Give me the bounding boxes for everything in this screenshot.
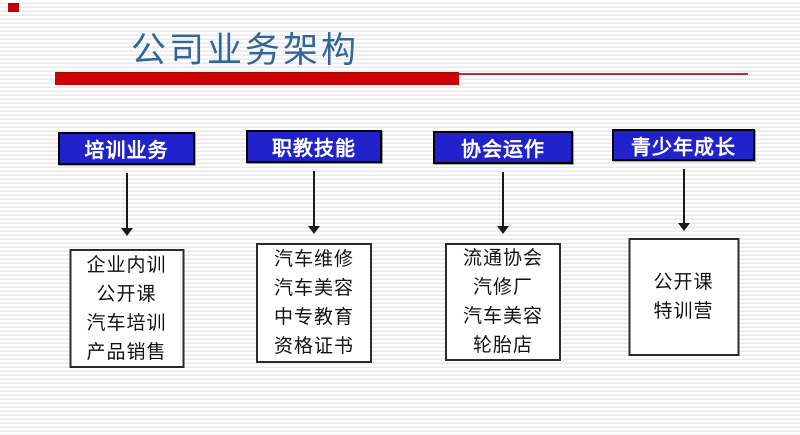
business-column: 青少年成长 公开课特训营 xyxy=(612,0,755,435)
branch-header-box: 青少年成长 xyxy=(612,129,755,161)
slide-title: 公司业务架构 xyxy=(131,31,360,70)
branch-header-box: 协会运作 xyxy=(433,131,573,164)
branch-header-label: 培训业务 xyxy=(84,140,169,162)
business-column: 职教技能 汽车维修汽车美容中专教育资格证书 xyxy=(246,0,382,435)
branch-item: 公开课 xyxy=(96,283,157,305)
branch-items-box: 流通协会汽修厂汽车美容轮胎店 xyxy=(445,243,561,361)
branch-item: 汽车美容 xyxy=(462,306,543,327)
down-arrow-line xyxy=(313,171,315,227)
branch-item: 资格证书 xyxy=(273,336,354,357)
branch-header-label: 职教技能 xyxy=(272,138,356,160)
down-arrow-head-icon xyxy=(497,226,509,234)
branch-item: 轮胎店 xyxy=(472,335,533,356)
branch-header-box: 职教技能 xyxy=(246,130,382,163)
branch-item: 汽车美容 xyxy=(273,278,354,299)
down-arrow-head-icon xyxy=(308,226,320,234)
corner-accent-square xyxy=(8,3,19,12)
down-arrow xyxy=(120,173,133,236)
down-arrow xyxy=(677,169,690,231)
down-arrow xyxy=(308,171,320,234)
business-column: 培训业务 企业内训公开课汽车培训产品销售 xyxy=(58,0,195,435)
down-arrow xyxy=(497,172,509,234)
branch-item: 汽车培训 xyxy=(86,312,167,334)
title-underline-thin-rule xyxy=(459,73,748,75)
branch-item: 中专教育 xyxy=(273,307,354,328)
down-arrow-head-icon xyxy=(677,223,690,231)
branch-item: 企业内训 xyxy=(86,254,167,276)
branch-items-box: 企业内训公开课汽车培训产品销售 xyxy=(69,249,184,368)
branch-header-box: 培训业务 xyxy=(58,132,195,165)
branch-items-box: 公开课特训营 xyxy=(628,238,739,356)
branch-item: 汽车维修 xyxy=(273,249,354,270)
branch-item: 流通协会 xyxy=(462,248,543,269)
down-arrow-line xyxy=(125,173,128,229)
branch-item: 特训营 xyxy=(653,301,714,322)
branch-header-label: 青少年成长 xyxy=(631,136,736,159)
down-arrow-line xyxy=(682,169,685,224)
branch-item: 汽修厂 xyxy=(472,277,533,298)
branch-item: 产品销售 xyxy=(86,341,167,363)
branch-header-label: 协会运作 xyxy=(461,139,545,161)
title-underline-bar xyxy=(55,72,459,85)
business-column: 协会运作 流通协会汽修厂汽车美容轮胎店 xyxy=(433,0,573,435)
branch-item: 公开课 xyxy=(653,272,714,293)
branch-items-box: 汽车维修汽车美容中专教育资格证书 xyxy=(256,243,372,363)
down-arrow-head-icon xyxy=(120,228,133,236)
down-arrow-line xyxy=(502,172,504,227)
